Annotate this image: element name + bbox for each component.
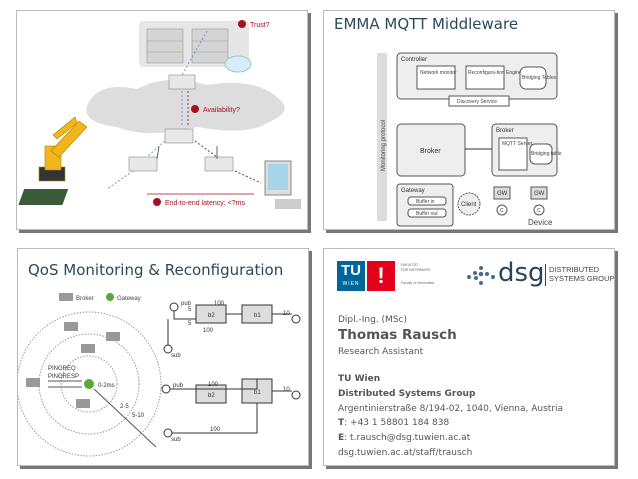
- svg-text:b1: b1: [254, 313, 261, 319]
- svg-text:b2: b2: [208, 393, 215, 399]
- slide-title: QoS Monitoring & Reconfiguration: [28, 261, 284, 279]
- gateway-legend-swatch: [106, 293, 114, 301]
- org-name: TU Wien: [338, 374, 381, 384]
- monitoring-label: Monitoring protocol: [381, 120, 387, 171]
- group-name: Distributed Systems Group: [338, 389, 476, 399]
- laptop-icon: [264, 160, 301, 209]
- svg-text:100: 100: [210, 427, 221, 433]
- slide-2-emma-middleware[interactable]: EMMA MQTT Middleware Monitoring protocol…: [323, 10, 615, 230]
- degree: Dipl.-Ing. (MSc): [338, 315, 407, 325]
- svg-text:GW: GW: [534, 191, 545, 197]
- address: Argentinierstraße 8/194-02, 1040, Vienna…: [338, 404, 564, 414]
- architecture-diagram: Monitoring protocol Controller Network m…: [377, 52, 562, 227]
- device-label: Device: [528, 218, 553, 227]
- person-name: Thomas Rausch: [338, 327, 457, 343]
- email[interactable]: E: t.rausch@dsg.tuwien.ac.at: [338, 433, 471, 443]
- svg-text:PINGREQ: PINGREQ: [48, 366, 76, 372]
- svg-text:MQTT Server: MQTT Server: [502, 141, 533, 147]
- slide-title: EMMA MQTT Middleware: [334, 15, 519, 33]
- svg-text:Broker: Broker: [496, 128, 514, 134]
- svg-text:Gateway: Gateway: [117, 296, 141, 302]
- role: Research Assistant: [338, 347, 424, 357]
- svg-text:C: C: [537, 208, 541, 214]
- network-illustration: Trust? Availability? End-to-end latency:…: [18, 20, 301, 209]
- svg-text:PINGRESP: PINGRESP: [48, 374, 79, 380]
- svg-text:Broker: Broker: [76, 296, 94, 302]
- svg-text:100: 100: [208, 382, 219, 388]
- svg-text:Bridging Tables: Bridging Tables: [522, 75, 557, 81]
- availability-label: Availability?: [203, 107, 240, 114]
- svg-text:Network monitor: Network monitor: [420, 70, 457, 76]
- server-icon: [146, 28, 229, 64]
- internet-cloud: [86, 79, 285, 133]
- svg-text:GW: GW: [497, 191, 508, 197]
- svg-text:5: 5: [188, 321, 192, 327]
- phone: T: +43 1 58801 184 838: [338, 418, 450, 428]
- svg-text:Buffer in: Buffer in: [416, 199, 435, 205]
- alert-icon: [153, 198, 161, 206]
- svg-text:Reconfigura-tion Engine: Reconfigura-tion Engine: [468, 70, 522, 76]
- svg-text:Buffer out: Buffer out: [416, 211, 438, 217]
- svg-text:Controller: Controller: [401, 57, 427, 63]
- slide-1-network-overview[interactable]: Trust? Availability? End-to-end latency:…: [16, 10, 308, 230]
- svg-text:5-10: 5-10: [132, 413, 145, 419]
- svg-text:pub: pub: [181, 301, 192, 307]
- svg-text:pub: pub: [173, 383, 184, 389]
- router-icon: [128, 74, 234, 172]
- broker-legend-swatch: [59, 293, 73, 301]
- alert-icon: [238, 20, 246, 28]
- svg-text:100: 100: [214, 301, 225, 307]
- svg-text:0-2ms: 0-2ms: [98, 383, 115, 389]
- alert-icon: [191, 105, 199, 113]
- qos-diagram: Broker Gateway PINGREQ PINGRESP 0-2ms 2-…: [18, 293, 301, 457]
- svg-text:Gateway: Gateway: [401, 188, 425, 194]
- svg-text:5: 5: [188, 307, 192, 313]
- trust-label: Trust?: [250, 22, 270, 29]
- svg-text:b2: b2: [208, 313, 215, 319]
- circuit-board-icon: [18, 189, 69, 205]
- svg-text:C: C: [500, 208, 504, 214]
- robot-arm-icon: [38, 116, 88, 182]
- svg-text:100: 100: [203, 328, 214, 334]
- svg-text:sub: sub: [171, 353, 181, 359]
- svg-text:Bridging table: Bridging table: [531, 151, 562, 157]
- website-link[interactable]: dsg.tuwien.ac.at/staff/trausch: [338, 448, 473, 458]
- svg-text:Client: Client: [461, 202, 477, 208]
- svg-text:sub: sub: [171, 437, 181, 443]
- svg-text:b1: b1: [254, 390, 261, 396]
- cloud-icon: [224, 55, 252, 73]
- svg-text:Discovery Service: Discovery Service: [457, 99, 497, 105]
- latency-label: End-to-end latency: <?ms: [165, 200, 245, 207]
- tu-wien-logo: TU WIEN !: [337, 261, 398, 291]
- svg-text:Broker: Broker: [420, 148, 441, 155]
- dsg-dots-icon: [467, 266, 495, 285]
- svg-text:2-5: 2-5: [120, 404, 129, 410]
- slide-3-qos-monitoring[interactable]: QoS Monitoring & Reconfiguration Broker …: [17, 248, 309, 466]
- svg-text:10: 10: [283, 387, 290, 393]
